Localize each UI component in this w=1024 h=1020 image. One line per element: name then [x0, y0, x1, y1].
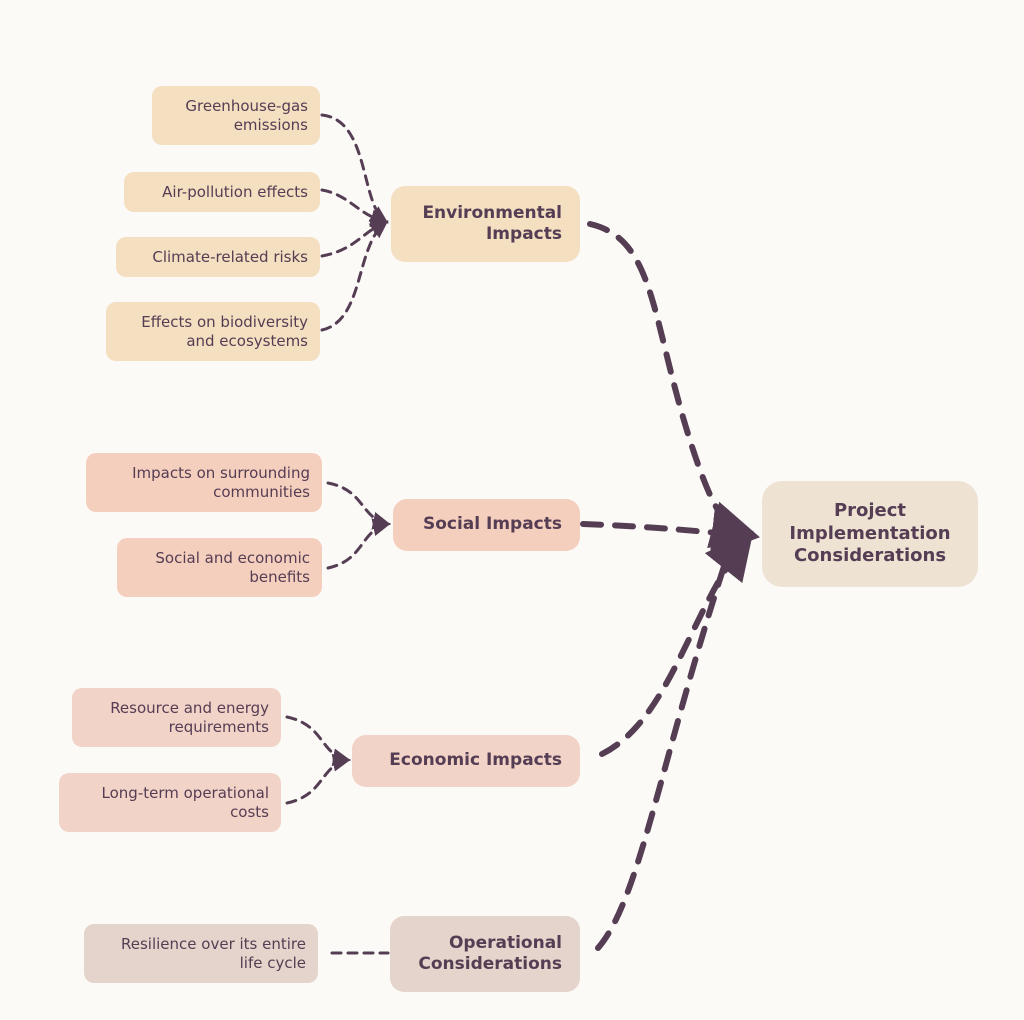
- leaf-label: Air-pollution effects: [162, 182, 308, 201]
- edge-environmental-to-root: [587, 221, 760, 549]
- leaf-label: Social and economic benefits: [155, 548, 310, 586]
- edge-climate-to-environmental: [320, 219, 389, 258]
- leaf-resource-energy: Resource and energy requirements: [72, 688, 281, 747]
- edge-resources-to-economic: [285, 715, 351, 767]
- root-label: Project Implementation Considerations: [789, 500, 951, 567]
- leaf-label: Resilience over its entire life cycle: [121, 934, 306, 972]
- leaf-greenhouse-gas: Greenhouse-gas emissions: [152, 86, 320, 145]
- edge-airpollution-to-environmental: [320, 188, 389, 228]
- leaf-social-economic-benefits: Social and economic benefits: [117, 538, 322, 597]
- leaf-label: Climate-related risks: [152, 247, 308, 266]
- edge-costs-to-economic: [285, 753, 351, 805]
- edge-operational-to-root: [595, 545, 733, 951]
- root-node: Project Implementation Considerations: [762, 481, 978, 587]
- category-operational: Operational Considerations: [390, 916, 580, 992]
- category-social: Social Impacts: [393, 499, 580, 551]
- leaf-surrounding-communities: Impacts on surrounding communities: [86, 453, 322, 512]
- category-operational-label: Operational Considerations: [418, 932, 562, 974]
- leaf-climate-risks: Climate-related risks: [116, 237, 320, 277]
- edge-benefits-to-social: [326, 518, 391, 570]
- leaf-air-pollution: Air-pollution effects: [124, 172, 320, 212]
- category-environmental: Environmental Impacts: [391, 186, 580, 262]
- edge-communities-to-social: [326, 481, 391, 530]
- edge-social-to-root: [580, 508, 760, 557]
- category-economic: Economic Impacts: [352, 735, 580, 787]
- edge-biodiversity-to-environmental: [320, 220, 389, 332]
- leaf-operational-costs: Long-term operational costs: [59, 773, 281, 832]
- category-environmental-label: Environmental Impacts: [422, 202, 562, 244]
- leaf-label: Effects on biodiversity and ecosystems: [141, 312, 308, 350]
- leaf-resilience: Resilience over its entire life cycle: [84, 924, 318, 983]
- category-social-label: Social Impacts: [422, 514, 562, 535]
- leaf-label: Greenhouse-gas emissions: [185, 96, 308, 134]
- leaf-biodiversity: Effects on biodiversity and ecosystems: [106, 302, 320, 361]
- category-economic-label: Economic Impacts: [389, 750, 562, 771]
- leaf-label: Resource and energy requirements: [110, 698, 269, 736]
- leaf-label: Long-term operational costs: [101, 783, 269, 821]
- leaf-label: Impacts on surrounding communities: [132, 463, 310, 501]
